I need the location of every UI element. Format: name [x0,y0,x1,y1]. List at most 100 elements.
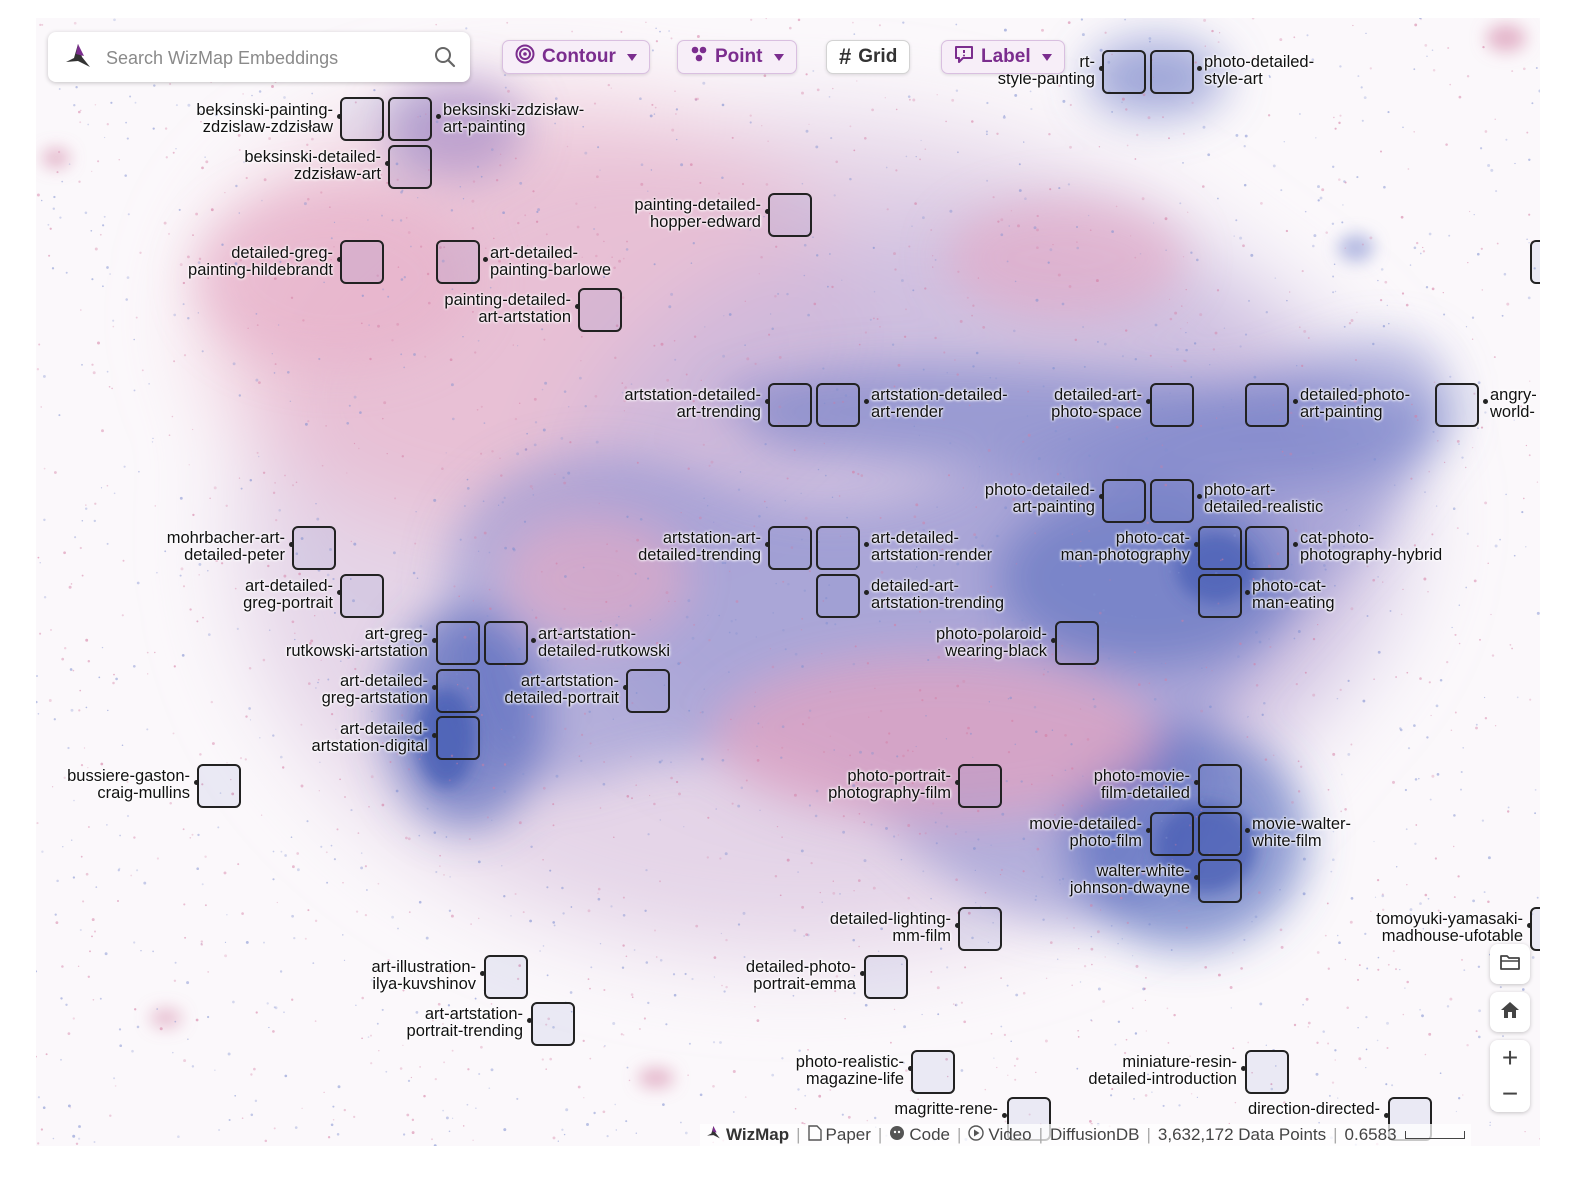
grid-icon: # [839,44,852,69]
grid-tile[interactable] [816,526,860,570]
grid-tile[interactable] [958,907,1002,951]
grid-tile[interactable] [1530,240,1540,284]
grid-tile[interactable] [1198,859,1242,903]
cluster-label-line: detailed-art- [871,577,960,595]
label-anchor-dot [337,257,342,262]
point-button[interactable]: Point [677,40,797,74]
footer-video-link[interactable]: Video [968,1124,1032,1146]
footer-code-link[interactable]: Code [889,1125,950,1146]
grid-tile[interactable] [292,526,336,570]
label-anchor-dot [1293,399,1298,404]
grid-tile[interactable] [578,288,622,332]
cluster-label: beksinski-painting-zdzislaw-zdzisław [196,102,333,136]
cluster-label: detailed-lighting-mm-film [830,911,951,945]
grid-tile[interactable] [436,240,480,284]
cluster-label-line: detailed-introduction [1088,1070,1237,1088]
label-anchor-dot [1099,494,1104,499]
grid-button[interactable]: # Grid [826,40,911,74]
grid-tile[interactable] [436,716,480,760]
grid-tile[interactable] [1102,50,1146,94]
home-button[interactable] [1490,992,1530,1032]
contour-button[interactable]: Contour [502,40,650,74]
grid-tile[interactable] [1150,479,1194,523]
grid-tile[interactable] [340,97,384,141]
grid-tile[interactable] [197,764,241,808]
grid-tile[interactable] [484,621,528,665]
cluster-label: movie-walter-white-film [1252,816,1351,850]
cluster-label: art-illustration-ilya-kuvshinov [371,959,476,993]
cluster-label-line: greg-artstation [321,689,428,707]
cluster-label-line: photo-cat- [1252,577,1327,595]
cluster-label-line: art-painting [1012,498,1095,516]
grid-tile[interactable] [1530,907,1540,951]
folder-button[interactable] [1490,944,1530,984]
grid-tile[interactable] [864,955,908,999]
grid-tile[interactable] [816,383,860,427]
cluster-label-line: magritte-rene- [894,1100,998,1118]
dataset-name: DiffusionDB [1050,1125,1140,1144]
chevron-down-icon [773,53,784,61]
grid-tile[interactable] [1245,526,1289,570]
cluster-label-line: detailed-lighting- [829,910,951,928]
grid-tile[interactable] [1150,812,1194,856]
grid-tile[interactable] [340,574,384,618]
cluster-label: bussiere-gaston-craig-mullins [67,768,190,802]
grid-tile[interactable] [388,97,432,141]
grid-tile[interactable] [1055,621,1099,665]
cluster-label-line: world- [1490,403,1535,421]
cluster-label-line: johnson-dwayne [1069,879,1190,897]
code-label: Code [909,1125,950,1144]
grid-tile[interactable] [531,1002,575,1046]
point-label: Point [715,46,763,67]
label-button[interactable]: Label [941,40,1065,74]
cluster-label-line: art-trending [676,403,761,421]
cluster-label-line: angry- [1490,386,1537,404]
grid-tile[interactable] [1198,812,1242,856]
grid-tile[interactable] [1198,574,1242,618]
grid-tile[interactable] [484,955,528,999]
grid-tile[interactable] [768,193,812,237]
cluster-label: rt-style-painting [998,54,1095,88]
footer-brand[interactable]: WizMap [706,1125,789,1146]
point-icon [690,45,708,69]
grid-tile[interactable] [1245,383,1289,427]
label-anchor-dot [860,971,865,976]
zoom-out-icon[interactable]: − [1501,1078,1519,1109]
home-icon [1499,999,1521,1026]
label-anchor-dot [432,685,437,690]
cluster-label-line: zdzislaw-zdzisław [202,118,333,136]
cluster-label-line: film-detailed [1101,784,1190,802]
grid-tile[interactable] [1150,50,1194,94]
footer-separator: | [877,1125,883,1144]
footer-paper-link[interactable]: Paper [807,1124,871,1146]
grid-tile[interactable] [1150,383,1194,427]
grid-tile[interactable] [388,145,432,189]
search-input[interactable] [104,44,428,72]
grid-tile[interactable] [911,1050,955,1094]
grid-tile[interactable] [768,526,812,570]
grid-tile[interactable] [436,621,480,665]
cluster-label-line: greg-portrait [243,594,333,612]
grid-tile[interactable] [1198,526,1242,570]
cluster-label-line: art-painting [443,118,526,136]
scatter-points [36,18,1540,1146]
grid-tile[interactable] [768,383,812,427]
grid-tile[interactable] [958,764,1002,808]
footer-separator: | [1333,1125,1338,1144]
grid-tile[interactable] [1435,383,1479,427]
grid-tile[interactable] [1198,764,1242,808]
grid-tile[interactable] [1102,479,1146,523]
grid-tile[interactable] [1245,1050,1289,1094]
grid-tile[interactable] [626,669,670,713]
cluster-label-line: art-detailed- [339,720,428,738]
grid-tile[interactable] [340,240,384,284]
label-anchor-dot [1245,590,1250,595]
zoom-in-icon[interactable]: + [1501,1042,1519,1073]
cluster-label-line: man-photography [1060,546,1190,564]
search-icon[interactable] [434,46,456,73]
label-anchor-dot [1527,923,1532,928]
grid-tile[interactable] [436,669,480,713]
grid-tile[interactable] [816,574,860,618]
cluster-label: painting-detailed-hopper-edward [634,197,761,231]
